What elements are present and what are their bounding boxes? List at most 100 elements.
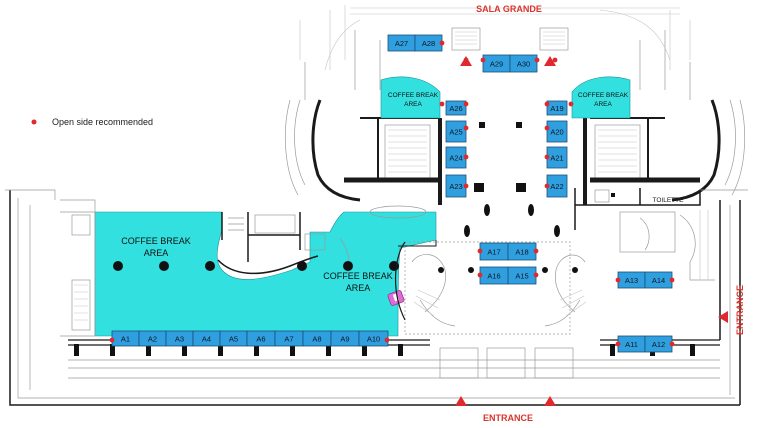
- booth-label: A18: [515, 248, 528, 257]
- booth-rect: [509, 54, 538, 73]
- open-side-marker: [109, 337, 115, 343]
- open-side-marker: [533, 248, 539, 254]
- right-rooms: TOILETTE: [574, 188, 715, 281]
- open-side-marker: [480, 57, 486, 63]
- booth-a27: A27: [387, 34, 416, 52]
- booth-a20: A20: [546, 120, 568, 143]
- open-side-marker: [544, 183, 550, 189]
- booth-a28: A28: [414, 34, 443, 52]
- open-side-marker: [477, 272, 483, 278]
- open-side-marker: [463, 154, 469, 160]
- booth-a29: A29: [482, 54, 511, 73]
- booth-label: A7: [284, 335, 293, 344]
- booth-a16: A16: [479, 266, 509, 285]
- booth-a11: A11: [617, 335, 646, 353]
- booth-label: A15: [515, 272, 528, 281]
- coffee-area-top-left: COFFEE BREAK AREA: [380, 76, 441, 119]
- booth-label: A13: [625, 276, 638, 285]
- booth-a25: A25: [445, 120, 467, 143]
- entrance-arrows: [455, 56, 728, 406]
- arrow-entrance-right: [544, 396, 556, 406]
- open-side-markers: [109, 40, 675, 347]
- legend: Open side recommended: [31, 117, 153, 127]
- booth-label: A20: [550, 128, 563, 137]
- sala-grande-label: SALA GRANDE: [476, 4, 542, 14]
- booth-a2: A2: [138, 330, 167, 347]
- open-side-marker: [615, 341, 621, 347]
- open-side-marker: [544, 101, 550, 107]
- open-side-marker: [544, 154, 550, 160]
- booth-a3: A3: [165, 330, 194, 347]
- booth-label: A11: [625, 340, 638, 349]
- booth-label: A3: [175, 335, 184, 344]
- booth-label: A26: [449, 104, 462, 113]
- booth-label: A16: [487, 272, 500, 281]
- booth-label: A24: [449, 154, 462, 163]
- booth-a24: A24: [445, 146, 467, 169]
- cb-center-line2: AREA: [346, 283, 371, 293]
- booth-label: A30: [517, 60, 530, 69]
- booth-label: A4: [202, 335, 211, 344]
- entrance-bottom-label: ENTRANCE: [483, 413, 533, 423]
- booth-a19: A19: [546, 100, 568, 116]
- booth-a10: A10: [358, 330, 389, 347]
- booth-label: A1: [121, 335, 130, 344]
- booth-a12: A12: [644, 335, 673, 353]
- open-side-marker: [669, 277, 675, 283]
- coffee-area-top-right: COFFEE BREAK AREA: [571, 76, 631, 119]
- booth-label: A28: [422, 39, 435, 48]
- booth-label: A2: [148, 335, 157, 344]
- cb-left-line2: AREA: [144, 248, 169, 258]
- open-side-marker: [439, 40, 445, 46]
- booth-rect: [445, 100, 467, 116]
- booth-label: A27: [395, 39, 408, 48]
- curved-walls: [284, 99, 746, 205]
- arrow-sala-right: [544, 56, 556, 66]
- cb-top-right-line1: COFFEE BREAK: [578, 92, 629, 99]
- booth-a6: A6: [246, 330, 276, 347]
- booth-label: A14: [652, 276, 665, 285]
- booth-a18: A18: [507, 242, 537, 261]
- open-side-marker: [534, 57, 540, 63]
- booth-a15: A15: [507, 266, 537, 285]
- entrance-right-label: ENTRANCE: [735, 285, 745, 335]
- building-outline-top: [299, 5, 691, 100]
- cb-top-left-line2: AREA: [404, 101, 422, 108]
- open-side-marker: [533, 272, 539, 278]
- open-side-marker: [384, 337, 390, 343]
- booth-label: A25: [449, 128, 462, 137]
- open-side-marker: [477, 248, 483, 254]
- booth-label: A23: [449, 182, 462, 191]
- legend-text: Open side recommended: [52, 117, 153, 127]
- booth-label: A6: [256, 335, 265, 344]
- booth-a21: A21: [546, 146, 568, 169]
- toilette-label: TOILETTE: [653, 197, 685, 204]
- booth-a13: A13: [617, 271, 646, 289]
- open-side-marker: [463, 125, 469, 131]
- arrow-entrance-left: [455, 396, 467, 406]
- booth-label: A12: [652, 340, 665, 349]
- open-side-marker: [615, 277, 621, 283]
- booth-a22: A22: [546, 174, 568, 198]
- open-side-marker: [463, 101, 469, 107]
- cb-left-line1: COFFEE BREAK: [121, 236, 191, 246]
- arrow-sala-left: [460, 56, 472, 66]
- legend-marker-icon: [31, 119, 37, 125]
- booth-a14: A14: [644, 271, 673, 289]
- booth-label: A10: [367, 335, 380, 344]
- booth-rect: [546, 100, 568, 116]
- booth-label: A17: [487, 248, 500, 257]
- cb-center-line1: COFFEE BREAK: [323, 271, 393, 281]
- booth-label: A19: [550, 104, 563, 113]
- booth-a7: A7: [274, 330, 304, 347]
- booth-label: A9: [340, 335, 349, 344]
- booth-rect: [445, 120, 467, 143]
- coffee-break-label-left: COFFEE BREAK AREA COFFEE BREAK AREA: [121, 236, 393, 293]
- arrow-entrance-side: [718, 311, 728, 323]
- open-side-marker: [669, 341, 675, 347]
- booth-a8: A8: [302, 330, 332, 347]
- booth-a23: A23: [445, 174, 467, 198]
- booth-a26: A26: [445, 100, 467, 116]
